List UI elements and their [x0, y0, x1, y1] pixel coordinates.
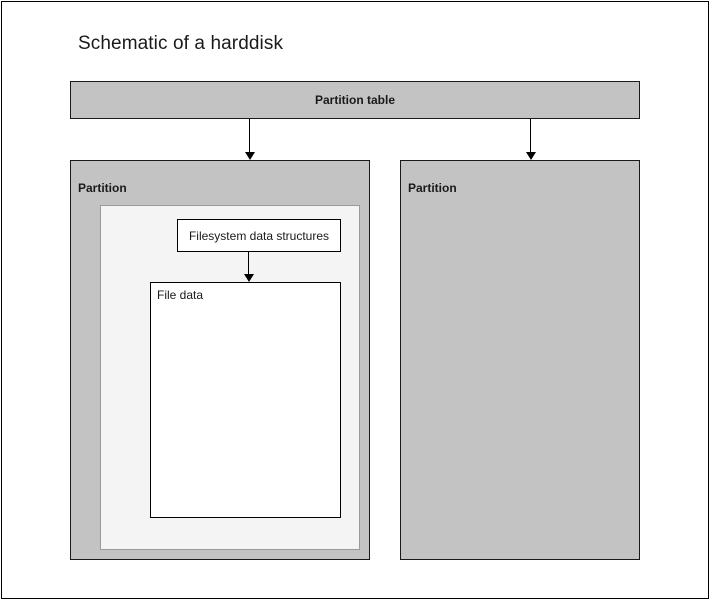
- partition-table-label: Partition table: [314, 93, 395, 107]
- arrow-line: [248, 252, 249, 274]
- arrow-head-icon: [245, 152, 255, 160]
- partition-block-2[interactable]: Partition: [400, 160, 640, 560]
- partition-label: Partition: [78, 181, 127, 195]
- partition-label: Partition: [408, 181, 457, 195]
- page-title: Schematic of a harddisk: [78, 33, 284, 54]
- arrow-partition-table-to-partition-1: [245, 119, 255, 160]
- file-data-box[interactable]: File data: [150, 282, 341, 518]
- arrow-line: [530, 119, 531, 152]
- partition-table-block[interactable]: Partition table: [70, 81, 640, 119]
- arrow-head-icon: [244, 274, 254, 282]
- arrow-head-icon: [526, 152, 536, 160]
- arrow-partition-table-to-partition-2: [526, 119, 536, 160]
- filesystem-data-structures-box[interactable]: Filesystem data structures: [177, 219, 341, 252]
- filesystem-data-structures-label: Filesystem data structures: [188, 228, 330, 243]
- arrow-filesystem-to-file-data: [244, 252, 254, 283]
- arrow-line: [249, 119, 250, 152]
- file-data-label: File data: [157, 288, 204, 302]
